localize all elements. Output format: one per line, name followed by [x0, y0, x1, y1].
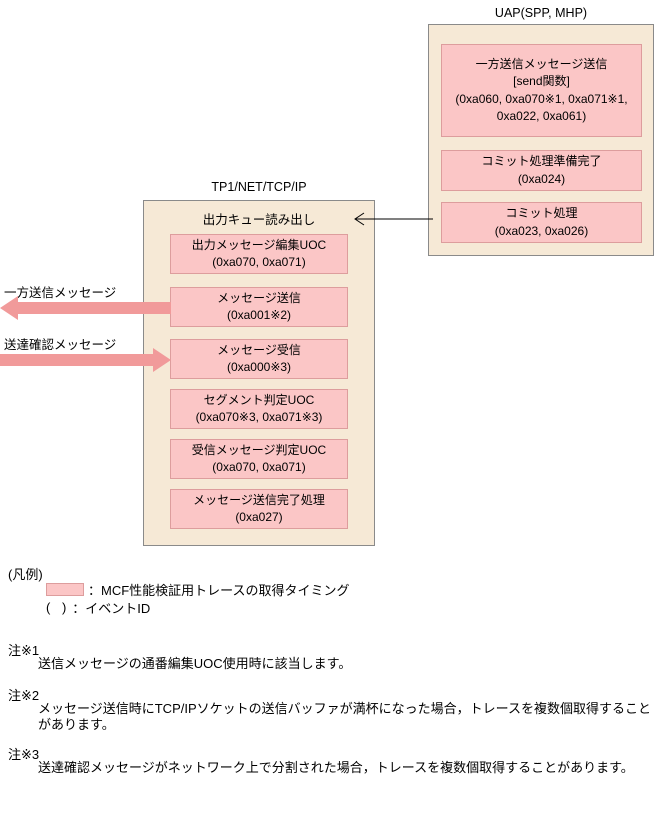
box-line: セグメント判定UOC [203, 392, 315, 407]
arrow-head [153, 348, 171, 372]
box-line: コミット処理 [505, 206, 578, 221]
tp1-box-message-send: メッセージ送信 (0xa001※2) [170, 287, 348, 327]
tp1-box-segment-judge-uoc: セグメント判定UOC (0xa070※3, 0xa071※3) [170, 389, 348, 429]
queue-read-arrow-icon [354, 212, 433, 226]
arrow-body [0, 354, 153, 366]
note-text: 送達確認メッセージがネットワーク上で分割された場合，トレースを複数個取得すること… [38, 760, 634, 775]
box-line: (0xa070, 0xa071) [212, 255, 306, 269]
legend-event-row: ( ) ：イベントID [46, 598, 150, 617]
legend-event-label: ：イベントID [72, 601, 151, 616]
box-line: (0xa001※2) [226, 308, 292, 322]
legend-trace-row: ：MCF性能検証用トレースの取得タイミング [46, 580, 350, 599]
send-flow-left-arrow-icon [0, 296, 171, 320]
box-line: メッセージ送信 [217, 290, 301, 305]
tp1-panel-label: TP1/NET/TCP/IP [211, 180, 307, 194]
uap-panel: 一方送信メッセージ送信 [send関数] (0xa060, 0xa070※1, … [428, 24, 654, 256]
tp1-box-send-complete: メッセージ送信完了処理 (0xa027) [170, 489, 348, 529]
note-text: 送信メッセージの通番編集UOC使用時に該当します。 [38, 656, 352, 671]
box-line: メッセージ送信完了処理 [193, 492, 325, 507]
box-line: 受信メッセージ判定UOC [191, 442, 327, 457]
box-line: (0xa070※3, 0xa071※3) [195, 410, 323, 424]
uap-box-commit: コミット処理 (0xa023, 0xa026) [441, 202, 642, 243]
ack-message-label: 送達確認メッセージ [4, 338, 117, 352]
uap-panel-label: UAP(SPP, MHP) [494, 6, 588, 20]
box-line: 一方送信メッセージ送信 [475, 57, 608, 72]
note-text: メッセージ送信時にTCP/IPソケットの送信バッファが満杯になった場合，トレース… [38, 701, 651, 732]
box-line: (0xa000※3) [226, 360, 292, 374]
tp1-box-receive-message-judge-uoc: 受信メッセージ判定UOC (0xa070, 0xa071) [170, 439, 348, 479]
note-ref: 注※1 [8, 643, 40, 658]
arrow-body [18, 302, 171, 314]
box-line: (0xa070, 0xa071) [212, 460, 306, 474]
send-message-label: 一方送信メッセージ [4, 286, 117, 300]
box-line: 出力メッセージ編集UOC [191, 237, 327, 252]
box-line: 0xa022, 0xa061) [496, 108, 587, 123]
tp1-panel: 出力キュー読み出し 出力メッセージ編集UOC (0xa070, 0xa071) … [143, 200, 375, 546]
box-line: (0xa027) [235, 510, 283, 524]
box-line: (0xa023, 0xa026) [494, 223, 589, 238]
arrow-head [0, 296, 18, 320]
box-line: (0xa060, 0xa070※1, 0xa071※1, [455, 91, 628, 106]
legend-trace-swatch [46, 583, 84, 596]
ack-flow-right-arrow-icon [0, 348, 171, 372]
output-queue-title: 出力キュー読み出し [202, 213, 316, 227]
note-ref: 注※2 [8, 688, 40, 703]
legend-trace-label: ：MCF性能検証用トレースの取得タイミング [88, 583, 350, 598]
tp1-box-message-receive: メッセージ受信 (0xa000※3) [170, 339, 348, 379]
box-line: (0xa024) [517, 171, 566, 186]
tp1-box-output-message-edit-uoc: 出力メッセージ編集UOC (0xa070, 0xa071) [170, 234, 348, 274]
legend-title: (凡例) [8, 567, 43, 582]
box-line: コミット処理準備完了 [481, 154, 602, 169]
uap-box-send-message: 一方送信メッセージ送信 [send関数] (0xa060, 0xa070※1, … [441, 44, 642, 137]
uap-box-commit-ready: コミット処理準備完了 (0xa024) [441, 150, 642, 191]
note-ref: 注※3 [8, 747, 40, 762]
legend-event-symbol: ( ) [46, 600, 71, 615]
box-line: メッセージ受信 [217, 342, 301, 357]
box-line: [send関数] [513, 74, 570, 89]
